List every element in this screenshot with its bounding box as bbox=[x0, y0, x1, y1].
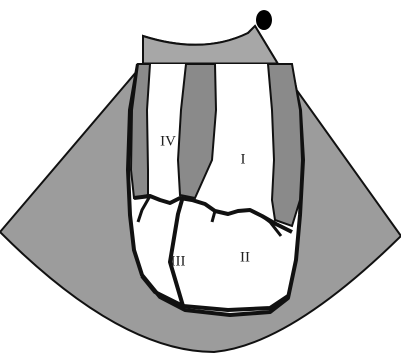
chamber-label-iii: III bbox=[171, 253, 186, 269]
chamber-label-iv: IV bbox=[160, 133, 176, 149]
chamber-label-i: I bbox=[241, 151, 246, 167]
near-field-band bbox=[143, 26, 278, 64]
orientation-dot-icon bbox=[256, 10, 272, 30]
chamber-label-ii: II bbox=[240, 249, 250, 265]
right-lateral-wall bbox=[268, 64, 302, 226]
